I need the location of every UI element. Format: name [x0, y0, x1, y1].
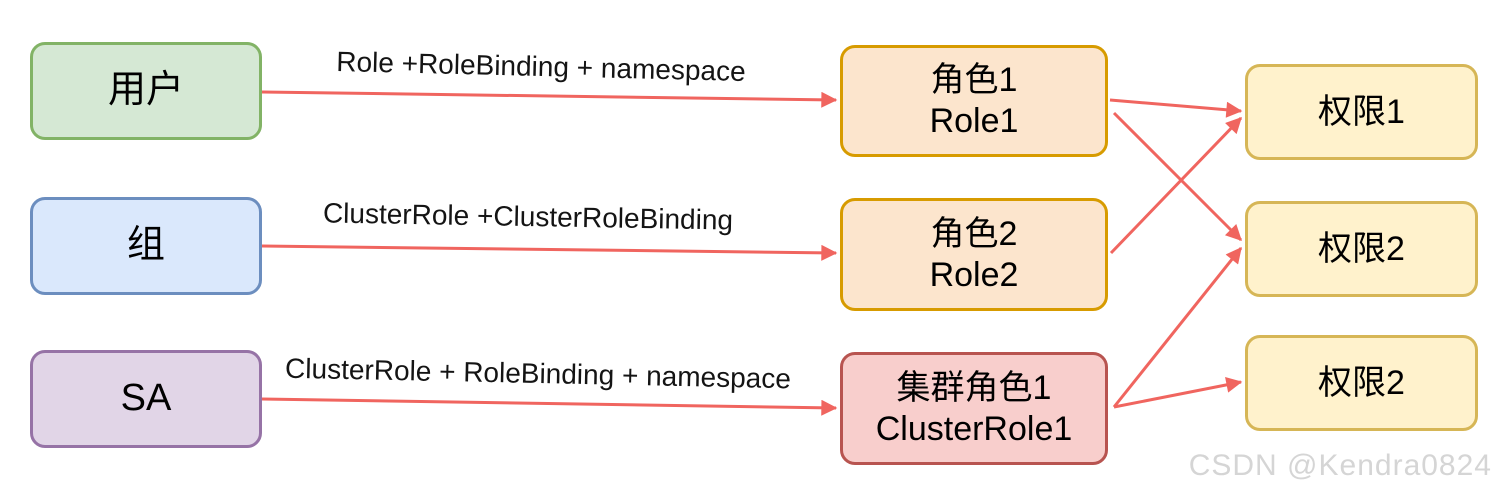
edge-arrow-clusterrole1-to-perm3 — [1113, 376, 1243, 409]
edge-arrow-role2-to-perm1 — [1109, 116, 1243, 255]
node-sa: SA — [30, 350, 262, 448]
node-user: 用户 — [30, 42, 262, 140]
node-perm1-label: 权限1 — [1318, 92, 1405, 131]
node-role1-label: Role1 — [929, 102, 1019, 140]
node-group-label: 组 — [126, 224, 165, 267]
node-role1-label: 角色1 — [930, 61, 1018, 100]
node-group: 组 — [30, 197, 262, 295]
edge-arrow-sa-to-clusterrole1 — [261, 397, 838, 416]
edge-arrow-user-to-role1 — [261, 90, 838, 108]
node-role2-label: Role2 — [929, 255, 1019, 294]
edge-arrow-group-to-role2 — [261, 244, 838, 261]
node-perm2: 权限2 — [1245, 201, 1478, 297]
edge-arrow-role1-to-perm1 — [1109, 98, 1243, 118]
node-perm2-label: 权限2 — [1318, 229, 1405, 268]
node-perm3: 权限2 — [1245, 335, 1478, 431]
watermark: CSDN @Kendra0824 — [1188, 449, 1492, 482]
node-clusterrole1-label: ClusterRole1 — [875, 409, 1073, 448]
node-perm1: 权限1 — [1245, 64, 1478, 160]
node-perm3-label: 权限2 — [1318, 363, 1405, 402]
node-sa-label: SA — [120, 377, 172, 420]
edge-arrow-clusterrole1-to-perm2 — [1112, 246, 1243, 408]
node-role2-label: 角色2 — [930, 214, 1018, 253]
edge-arrow-role1-to-perm2 — [1112, 111, 1243, 242]
node-user-label: 用户 — [107, 69, 184, 112]
node-clusterrole1-label: 集群角色1 — [896, 368, 1052, 407]
